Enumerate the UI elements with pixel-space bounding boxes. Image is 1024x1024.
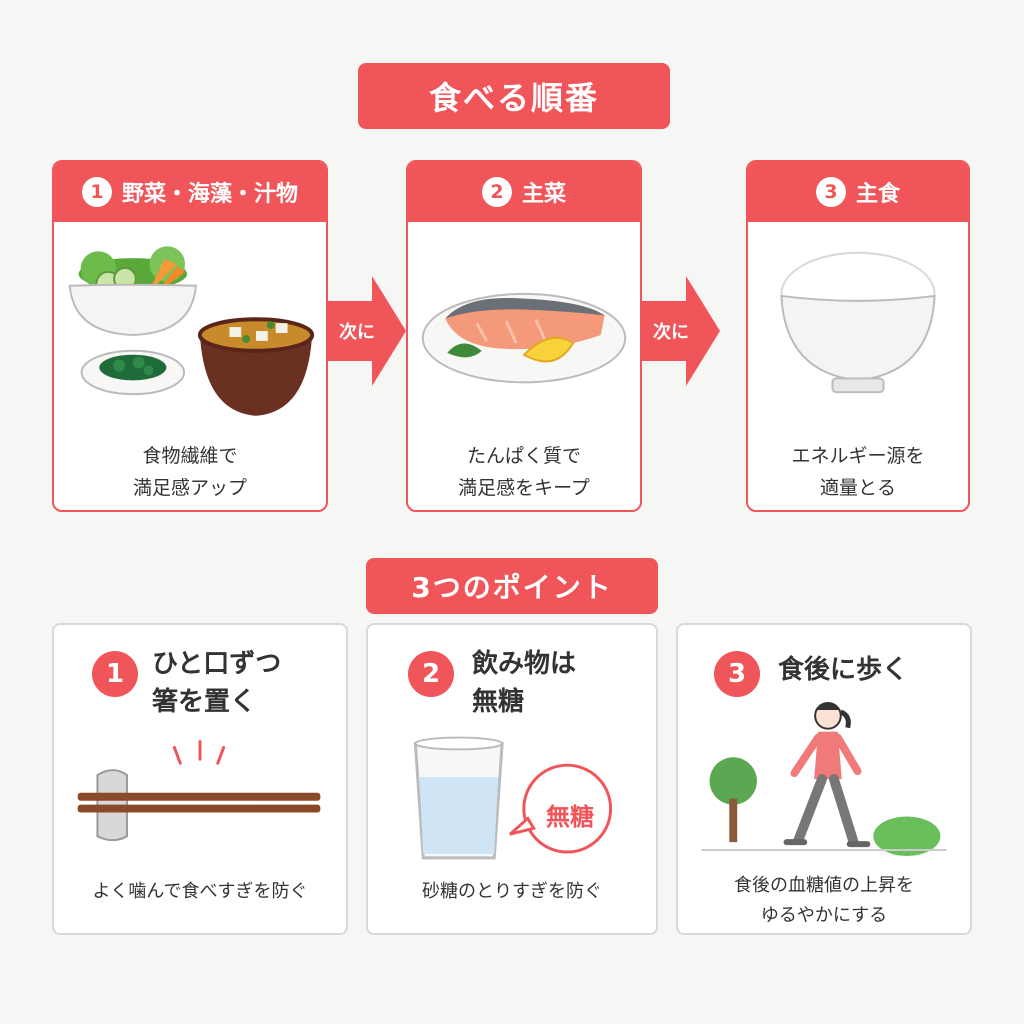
water-glass-icon xyxy=(413,736,504,860)
points-title: 3つのポイント xyxy=(411,571,613,604)
step-2-illustration xyxy=(421,292,627,384)
point-number-1: 1 xyxy=(92,651,138,697)
step-title-2: 主菜 xyxy=(521,182,566,207)
step-description-1: 食物繊維で 満足感アップ xyxy=(132,445,247,499)
grilled-salmon-icon xyxy=(421,292,627,384)
step-number-3: 3 xyxy=(815,177,846,207)
order-title-banner: 食べる順番 xyxy=(358,63,670,129)
point-number-2: 2 xyxy=(408,651,454,697)
next-arrow-1: 次に xyxy=(326,276,406,386)
step-1-illustration xyxy=(68,246,315,416)
point-card-1: 1 ひと口ずつ 箸を置く よく噛んで食べすぎを防ぐ xyxy=(52,623,348,935)
chopsticks-icon xyxy=(77,740,321,842)
tree-icon xyxy=(709,757,757,843)
step-title-1: 野菜・海藻・汁物 xyxy=(121,182,298,207)
sugar-free-bubble-text: 無糖 xyxy=(546,803,594,831)
step-3-illustration xyxy=(780,251,936,394)
step-number-1: 1 xyxy=(81,177,112,207)
arrow-right-icon xyxy=(326,276,406,386)
order-title: 食べる順番 xyxy=(428,79,599,117)
step-card-2: 2 主菜 たんぱく質で 満足感をキープ xyxy=(406,160,642,512)
point-title-3: 食後に歩く xyxy=(778,655,909,685)
point-3-illustration xyxy=(701,702,947,856)
point-card-3: 3 食後に歩く 食後の血糖値の上昇を ゆるやかにする xyxy=(676,623,972,935)
step-header-3: 3 主食 xyxy=(748,162,968,222)
step-title-3: 主食 xyxy=(855,182,900,207)
point-caption-2: 砂糖のとりすぎを防ぐ xyxy=(422,881,602,902)
point-2-illustration xyxy=(413,736,613,860)
step-description-2: たんぱく質で 満足感をキープ xyxy=(458,445,590,499)
point-caption-3: 食後の血糖値の上昇を ゆるやかにする xyxy=(734,875,914,926)
miso-soup-icon xyxy=(197,317,315,416)
point-caption-1: よく噛んで食べすぎを防ぐ xyxy=(92,881,308,902)
next-label-2: 次に xyxy=(653,322,689,343)
step-header-2: 2 主菜 xyxy=(408,162,640,222)
step-card-3: 3 主食 エネルギー源を 適量とる xyxy=(746,160,970,512)
next-label-1: 次に xyxy=(339,322,375,343)
rice-bowl-icon xyxy=(780,251,936,394)
points-title-banner: 3つのポイント xyxy=(366,558,658,614)
point-number-3: 3 xyxy=(714,651,760,697)
point-title-2: 飲み物は 無糖 xyxy=(472,649,577,717)
salad-bowl-icon xyxy=(68,246,197,336)
bush-icon xyxy=(873,816,941,856)
speech-bubble xyxy=(509,763,613,854)
step-card-1: 1 野菜・海藻・汁物 xyxy=(52,160,328,512)
point-card-2: 無糖 2 飲み物は 無糖 砂糖のとりすぎを防ぐ xyxy=(366,623,658,935)
seaweed-bowl-icon xyxy=(80,349,186,396)
point-1-illustration xyxy=(77,740,321,842)
point-title-1: ひと口ずつ 箸を置く xyxy=(152,649,282,717)
walking-woman-icon xyxy=(783,702,871,848)
arrow-right-icon xyxy=(640,276,720,386)
next-arrow-2: 次に xyxy=(640,276,720,386)
step-number-2: 2 xyxy=(481,177,512,207)
step-header-1: 1 野菜・海藻・汁物 xyxy=(54,162,326,222)
step-description-3: エネルギー源を 適量とる xyxy=(791,445,925,499)
